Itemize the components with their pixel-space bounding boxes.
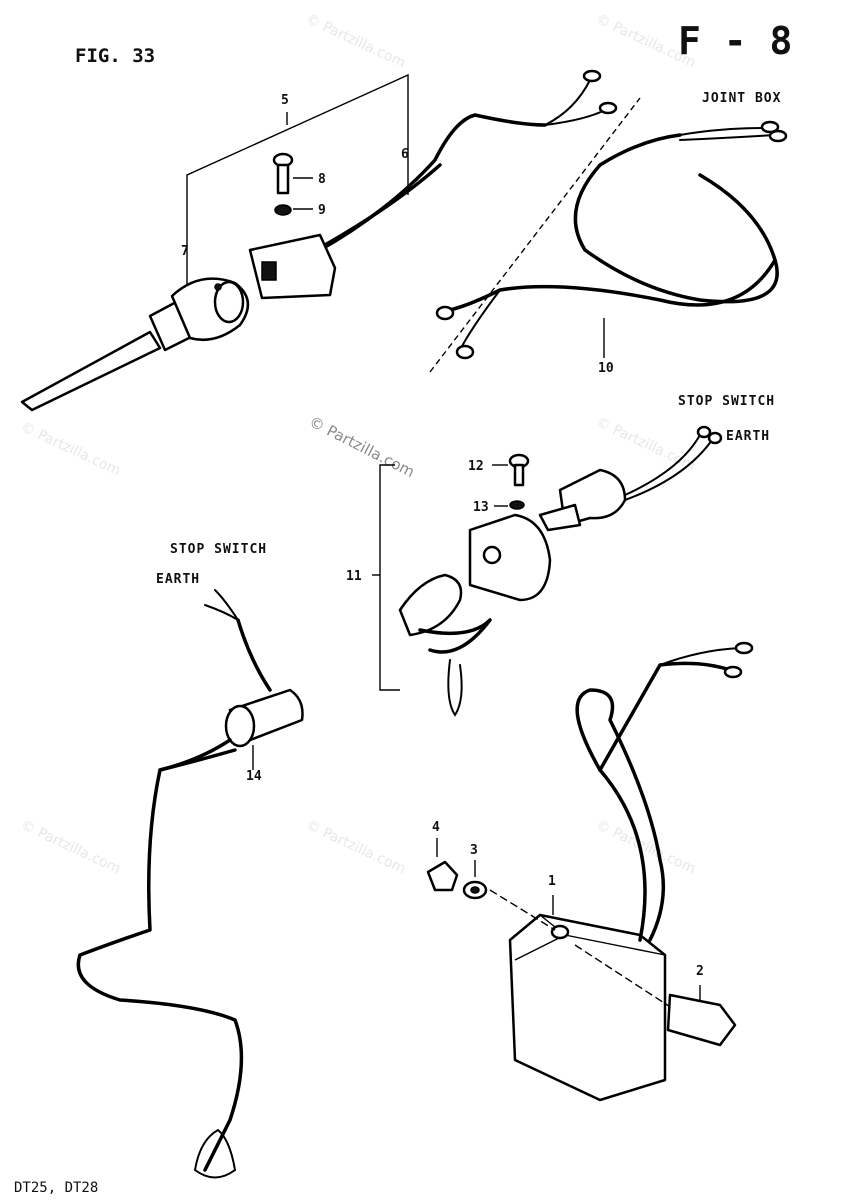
callout-8: 8 xyxy=(318,172,326,187)
part-3-washer xyxy=(462,860,488,900)
stop-switch-top xyxy=(538,425,723,532)
callout-4: 4 xyxy=(432,820,440,835)
part-12-screw xyxy=(508,453,530,487)
part-8-bolt xyxy=(272,152,294,195)
callout-13: 13 xyxy=(473,500,489,515)
svg-text:© Partzilla.com: © Partzilla.com xyxy=(303,817,408,877)
part-6-coupler-harness xyxy=(248,69,618,300)
svg-text:© Partzilla.com: © Partzilla.com xyxy=(18,817,123,877)
part-2-bolt xyxy=(666,985,737,1047)
svg-text:© Partzilla.com: © Partzilla.com xyxy=(593,817,698,877)
part-10-harness xyxy=(429,97,788,373)
watermark: © Partzilla.com xyxy=(306,413,417,482)
callout-7: 7 xyxy=(181,244,189,259)
part-11-stop-switch-assy xyxy=(398,513,552,717)
svg-text:© Partzilla.com: © Partzilla.com xyxy=(593,414,698,474)
part-9-washer xyxy=(274,204,292,216)
callout-3: 3 xyxy=(470,843,478,858)
callout-11: 11 xyxy=(346,569,362,584)
label-joint-box: JOINT BOX xyxy=(702,91,781,106)
part-7-lead-sleeve xyxy=(20,277,249,412)
callout-12: 12 xyxy=(468,459,484,474)
callout-14: 14 xyxy=(246,769,262,784)
page-code: F - 8 xyxy=(678,19,792,63)
callout-9: 9 xyxy=(318,203,326,218)
callout-10: 10 xyxy=(598,361,614,376)
part-13-washer xyxy=(509,500,525,510)
svg-text:© Partzilla.com: © Partzilla.com xyxy=(18,419,123,479)
group-bracket-5 xyxy=(186,73,409,285)
part-1-box xyxy=(489,641,754,1102)
callout-1: 1 xyxy=(548,874,556,889)
group-bracket-11 xyxy=(372,464,400,691)
models-footer: DT25, DT28 xyxy=(14,1180,98,1196)
part-4-nut xyxy=(426,838,459,892)
part-14-stop-switch-lanyard xyxy=(76,589,304,1179)
label-earth-top: EARTH xyxy=(726,429,770,444)
callout-6: 6 xyxy=(401,147,409,162)
callout-5: 5 xyxy=(281,93,289,108)
svg-text:© Partzilla.com: © Partzilla.com xyxy=(303,11,408,71)
figure-label: FIG. 33 xyxy=(75,45,155,67)
label-stop-switch-top: STOP SWITCH xyxy=(678,394,775,409)
callout-2: 2 xyxy=(696,964,704,979)
label-stop-switch-left: STOP SWITCH xyxy=(170,542,267,557)
label-earth-left: EARTH xyxy=(156,572,200,587)
